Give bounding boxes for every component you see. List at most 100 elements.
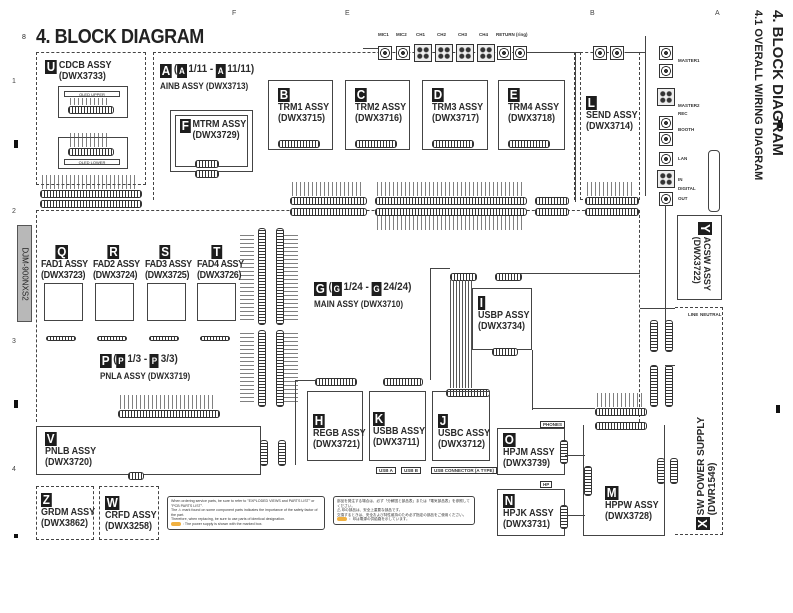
connector	[383, 378, 423, 386]
wire	[430, 268, 432, 380]
pin-labels	[120, 395, 216, 409]
service-note-japanese: 部品を発注する場合は、必ず「分解図と部品表」または「電気部品表」を参照してくださ…	[333, 496, 475, 525]
ch2-jack	[435, 44, 453, 62]
connector	[650, 320, 658, 352]
assy-name: TRM4 ASSY	[508, 102, 560, 113]
assy-part: (DWX3718)	[508, 113, 556, 124]
page-title: 4. BLOCK DIAGRAM	[36, 26, 204, 48]
connector	[432, 140, 474, 148]
pin-labels	[284, 232, 298, 320]
wire	[520, 273, 640, 275]
master1-xlr-jack	[659, 64, 673, 78]
assy-name: HPJM ASSY	[503, 447, 555, 458]
assy-letter-badge: H	[313, 413, 326, 428]
model-tab: DJM-900NXS2	[17, 225, 32, 322]
assy-letter-badge: T	[211, 244, 222, 259]
connector	[375, 208, 527, 216]
connector	[375, 197, 527, 205]
rear-label: OUT	[678, 196, 688, 201]
oled-upper-label: OLED UPPER	[64, 91, 120, 97]
assy-letter-badge: Y	[698, 222, 713, 235]
ch1-jack	[414, 44, 432, 62]
assy-letter-badge: A	[215, 64, 226, 78]
grid-row-label: 4	[12, 466, 16, 473]
assy-part: (DWX3258)	[105, 521, 153, 532]
wire	[295, 380, 297, 465]
pin-labels	[587, 182, 635, 196]
rear-label: IN	[678, 177, 683, 182]
wire	[295, 380, 315, 382]
side-subtitle: 4.1 OVERALL WIRING DIAGRAM	[752, 10, 764, 181]
assy-name: MTRM ASSY	[192, 119, 247, 130]
wire	[625, 52, 645, 54]
power-cord-plug-icon	[708, 150, 720, 212]
assy-part: (DWX3712)	[438, 439, 486, 450]
assy-name: HPJK ASSY	[503, 508, 554, 519]
sheet-range-from: 1/11	[188, 63, 208, 75]
rear-label: MASTER1	[678, 58, 700, 63]
return-jack	[513, 46, 527, 60]
assy-part: (DWX3720)	[45, 457, 93, 468]
note-text: : The power supply is shown with the mar…	[183, 521, 263, 526]
fad1-assy-board	[44, 283, 83, 321]
assy-name-block: CDCB ASSY(DWX3733)	[59, 60, 112, 82]
connector	[278, 140, 320, 148]
sheet-range-from: 1/24	[343, 281, 363, 293]
assy-name: TRM2 ASSY	[355, 102, 407, 113]
assy-letter-badge: B	[278, 87, 291, 102]
note-line: : The power supply is shown with the mar…	[171, 522, 321, 527]
grid-column-label: E	[345, 10, 350, 17]
assy-part: (DWX3711)	[373, 437, 420, 448]
jack-label: CH3	[458, 32, 468, 37]
usb-connector-label[interactable]: USB CONNECTOR (A TYPE)	[431, 467, 498, 474]
connector	[665, 365, 673, 407]
sheet-range-to: 3/3	[160, 353, 175, 365]
grid-row-label: 3	[12, 338, 16, 345]
usb-a-label[interactable]: USB A	[376, 467, 396, 474]
connector	[68, 106, 114, 114]
assy-letter-badge: P	[149, 354, 159, 368]
note-line: Therefore, when replacing, be sure to us…	[171, 517, 286, 522]
grid-row-label: 1	[12, 78, 16, 85]
send-jack	[593, 46, 607, 60]
sheet-range-from: 1/3	[127, 353, 142, 365]
rear-label: REC	[678, 111, 688, 116]
sheet-range-to: 24/24	[383, 281, 409, 293]
ch4-jack	[477, 44, 495, 62]
usb-b-label[interactable]: USB B	[401, 467, 422, 474]
wire	[640, 308, 675, 310]
assy-letter-badge: A	[160, 63, 173, 78]
assy-letter-badge: X	[695, 517, 710, 530]
wire	[575, 52, 577, 202]
pin-labels	[597, 393, 643, 407]
assy-part: (DWX3715)	[278, 113, 326, 124]
side-title: 4. BLOCK DIAGRAM	[769, 10, 786, 156]
wire	[565, 515, 585, 517]
booth-jack	[659, 116, 673, 130]
assy-part: (DWX3739)	[503, 458, 551, 469]
connector	[40, 200, 142, 208]
sw-power-supply-board	[675, 307, 723, 535]
oled-lower-label: OLED LOWER	[64, 159, 120, 165]
connector	[258, 228, 266, 325]
grdm-assy-board	[36, 486, 94, 540]
wire	[665, 365, 675, 367]
pin-labels	[70, 98, 108, 105]
send-jack	[610, 46, 624, 60]
power-label: LINE	[688, 312, 699, 317]
assy-name: CDCB ASSY	[58, 60, 112, 71]
crfd-assy-board	[99, 486, 159, 540]
hppw-assy-board	[583, 425, 665, 536]
assy-letter-badge: S	[159, 244, 171, 259]
assy-part: (DWX3717)	[432, 113, 480, 124]
assy-part: (DWX3729)	[192, 130, 240, 141]
